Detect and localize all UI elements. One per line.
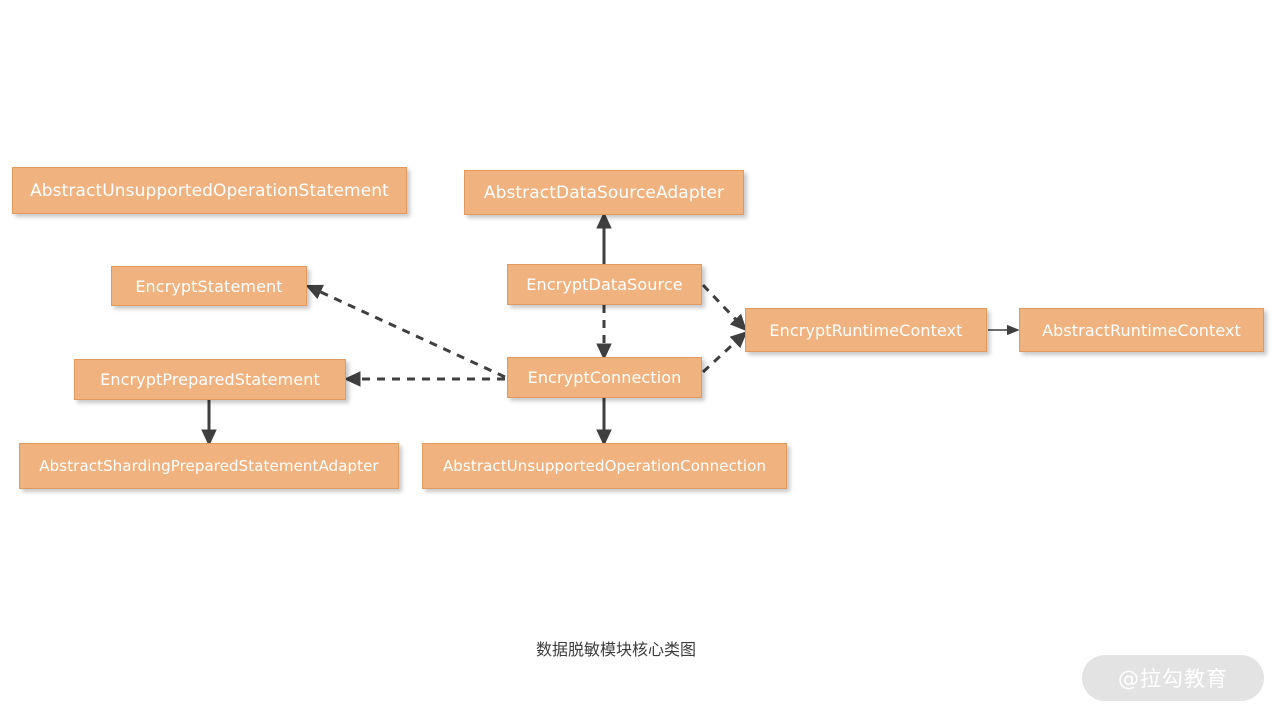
edge-encrypt-connection-to-encrypt-runtime-context [701,331,748,374]
class-node-encrypt-runtime-context[interactable]: EncryptRuntimeContext [745,308,987,352]
diagram-caption: 数据脱敏模块核心类图 [536,640,697,659]
class-node-label: EncryptPreparedStatement [100,370,320,389]
class-node-abstract-sharding-prepared-statement-adapter[interactable]: AbstractShardingPreparedStatementAdapter [19,443,399,489]
class-node-label: EncryptConnection [527,368,682,387]
class-node-label: AbstractShardingPreparedStatementAdapter [39,457,379,475]
class-node-label: AbstractUnsupportedOperationConnection [442,457,767,475]
class-node-label: AbstractDataSourceAdapter [483,182,725,203]
class-node-label: AbstractRuntimeContext [1042,320,1241,340]
class-node-abstract-runtime-context[interactable]: AbstractRuntimeContext [1019,308,1264,352]
class-node-abstract-unsupported-operation-connection[interactable]: AbstractUnsupportedOperationConnection [422,443,787,489]
class-node-encrypt-datasource[interactable]: EncryptDataSource [507,264,702,305]
edge-encrypt-datasource-to-encrypt-runtime-context [701,283,747,332]
class-node-abstract-datasource-adapter[interactable]: AbstractDataSourceAdapter [464,170,744,215]
class-node-encrypt-prepared-statement[interactable]: EncryptPreparedStatement [74,359,346,400]
watermark-label: @拉勾教育 [1118,667,1228,691]
class-node-label: EncryptDataSource [526,275,683,294]
class-node-encrypt-connection[interactable]: EncryptConnection [507,357,702,398]
watermark-badge: @拉勾教育 [1082,655,1264,701]
class-node-label: AbstractUnsupportedOperationStatement [30,180,389,201]
class-node-encrypt-statement[interactable]: EncryptStatement [111,266,307,306]
class-node-label: EncryptStatement [135,276,283,296]
class-node-label: EncryptRuntimeContext [769,320,963,340]
class-node-abstract-unsupported-operation-statement[interactable]: AbstractUnsupportedOperationStatement [12,167,407,214]
